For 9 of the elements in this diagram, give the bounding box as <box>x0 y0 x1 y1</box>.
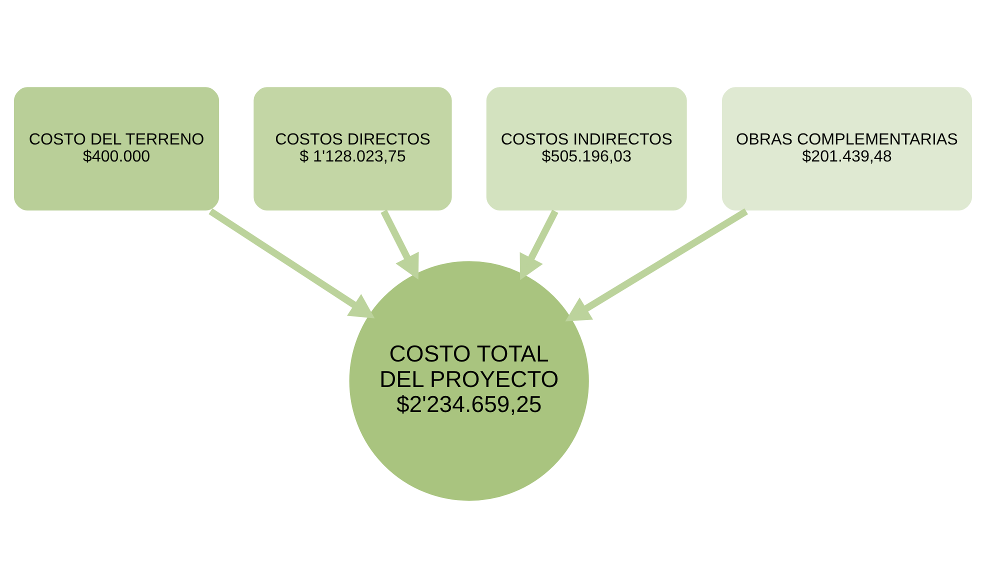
node-circle: COSTO TOTAL DEL PROYECTO $2'234.659,25 <box>348 260 590 502</box>
node-box: COSTOS INDIRECTOS $505.196,03 <box>485 86 688 212</box>
arrow <box>565 208 748 321</box>
node-box: COSTO DEL TERRENO $400.000 <box>12 86 220 212</box>
arrow <box>520 209 558 280</box>
arrow <box>208 208 375 318</box>
node-box: OBRAS COMPLEMENTARIAS $201.439,48 <box>720 86 974 212</box>
node-box: COSTOS DIRECTOS $ 1'128.023,75 <box>252 86 453 212</box>
arrow <box>380 209 419 280</box>
